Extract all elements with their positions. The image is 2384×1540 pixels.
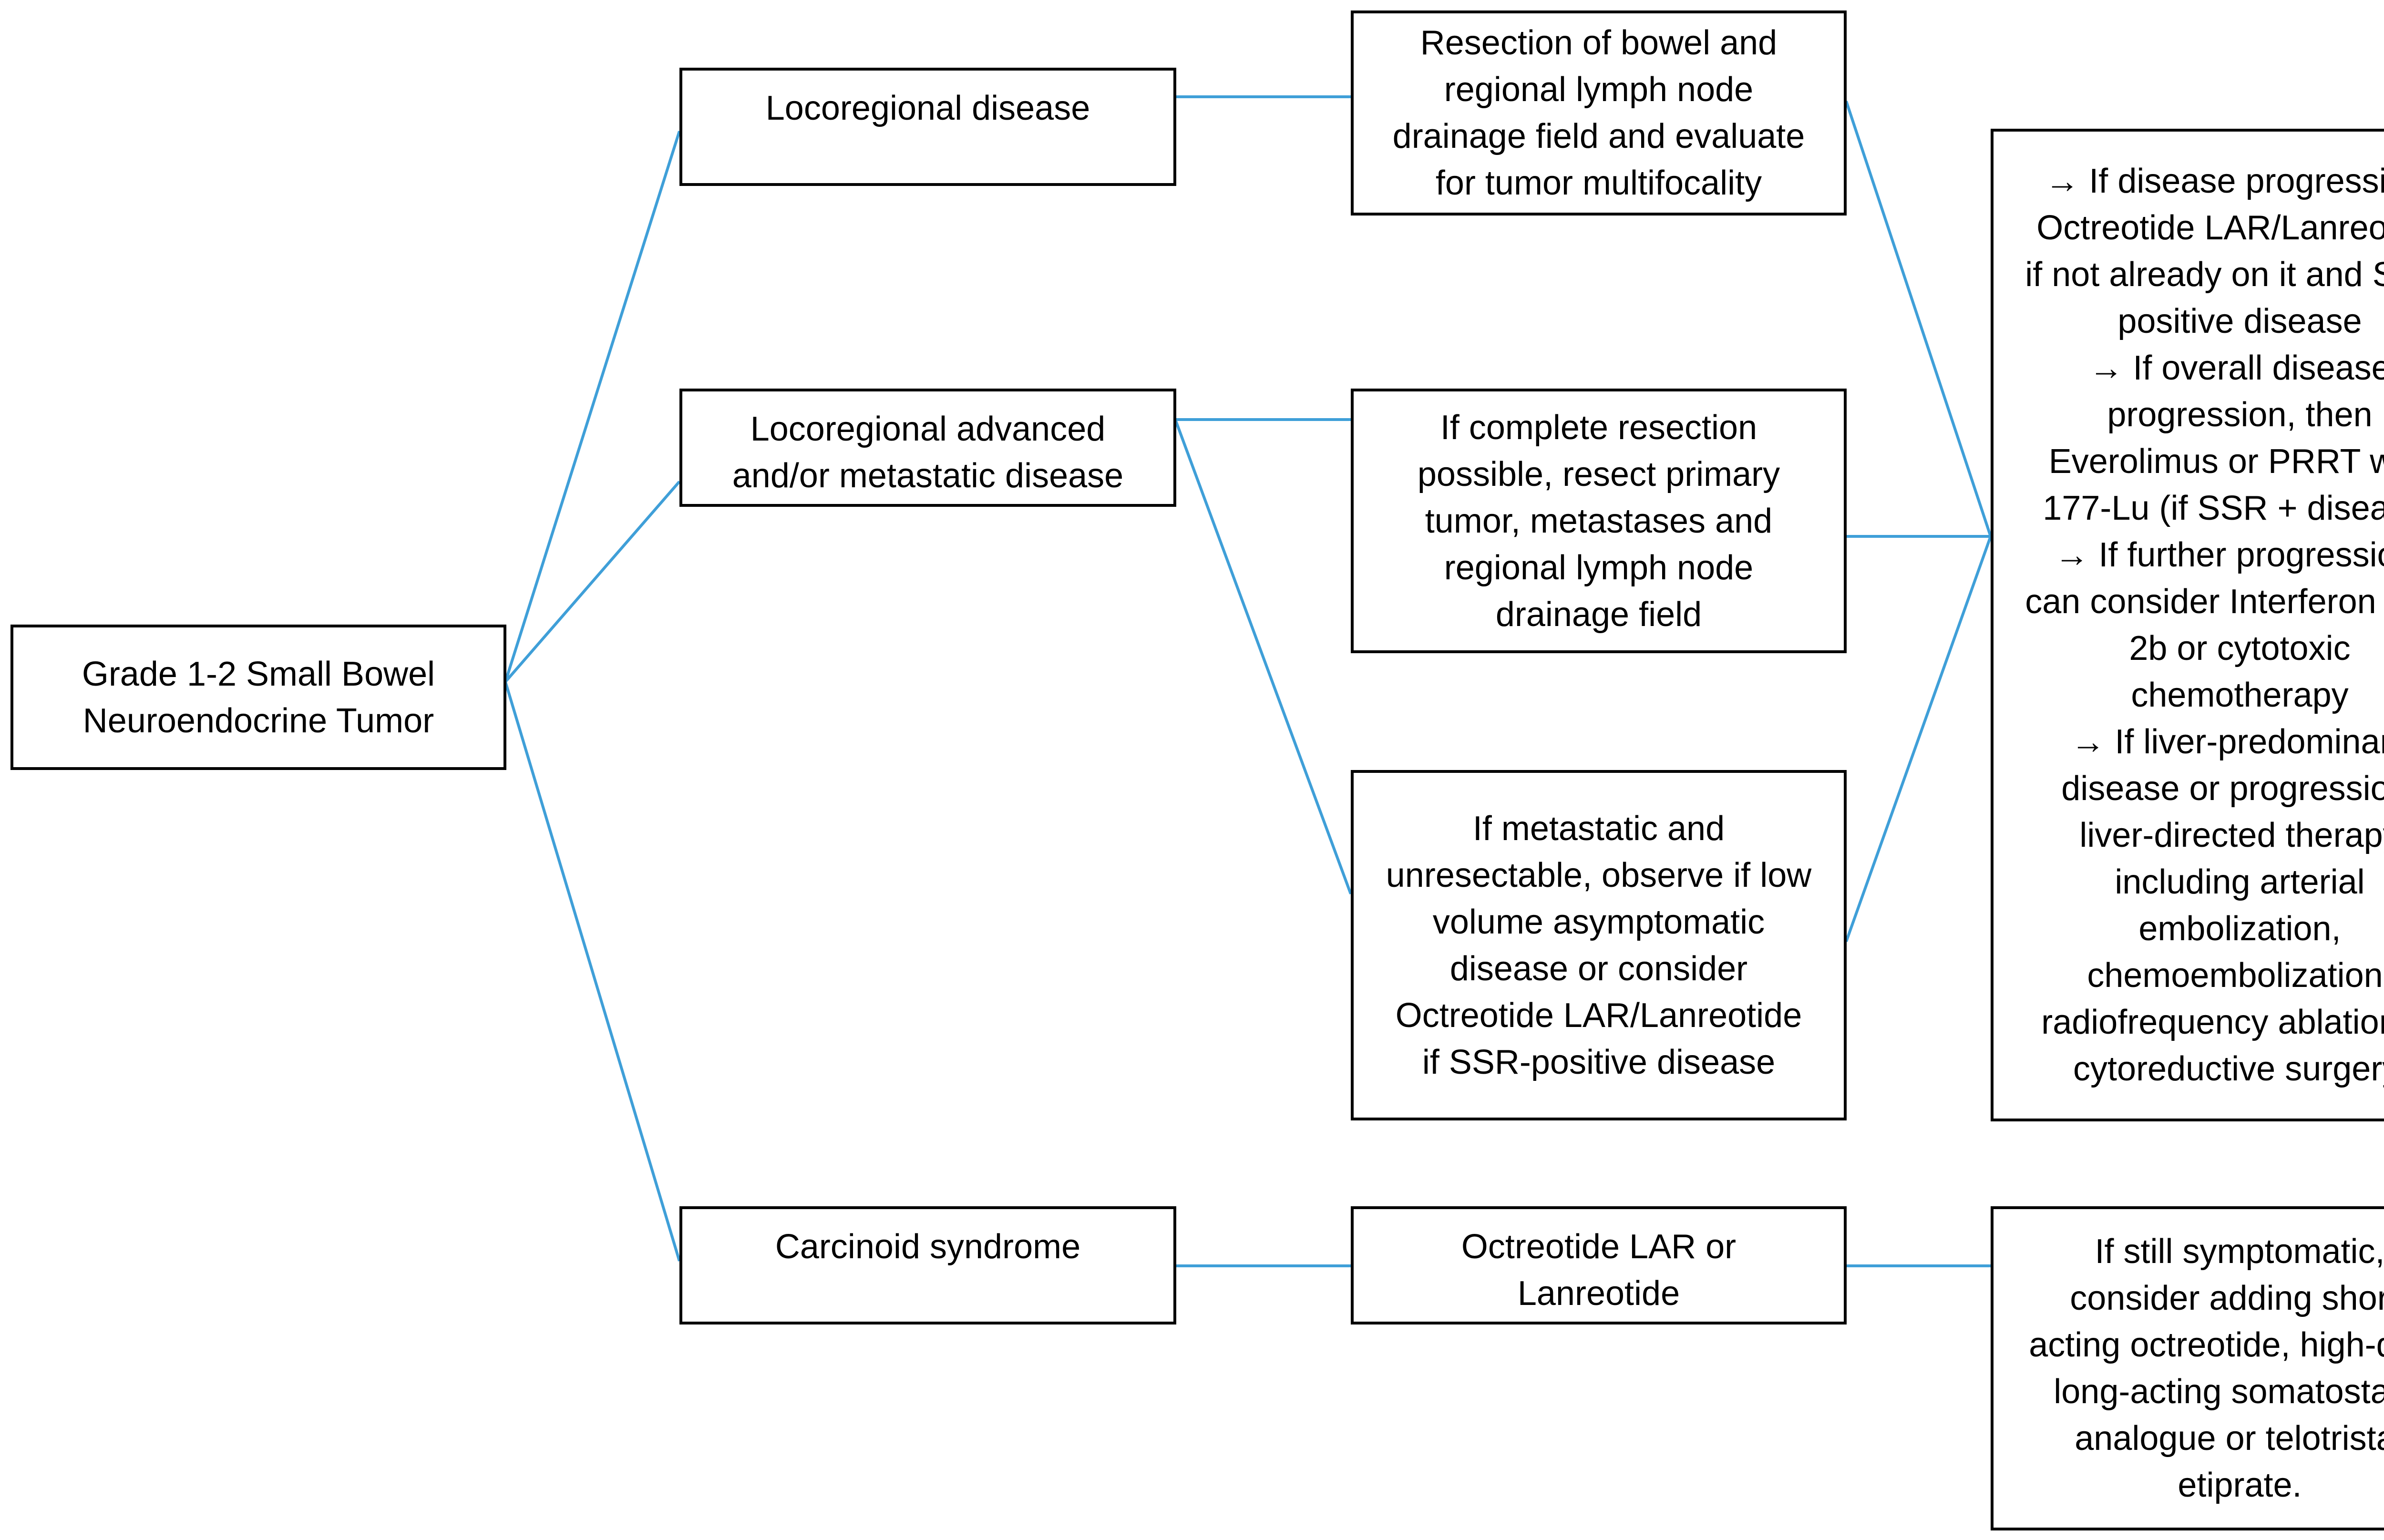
node-resection-bowel-text: Resection of bowel and regional lymph no… <box>1392 24 1805 202</box>
edge-advanced-unresectable <box>1174 419 1352 895</box>
edge-root-advanced <box>504 481 681 683</box>
edge-unresectable-progression <box>1845 535 1992 943</box>
node-locoregional-advanced-text: Locoregional advanced and/or metastatic … <box>732 410 1124 495</box>
node-complete-resection-text: If complete resection possible, resect p… <box>1417 408 1780 634</box>
node-progression-steps-text: → If disease progression, Octreotide LAR… <box>2025 162 2384 1088</box>
node-root: Grade 1-2 Small Bowel Neuroendocrine Tum… <box>10 625 506 770</box>
node-locoregional-disease-text: Locoregional disease <box>765 89 1090 127</box>
node-locoregional-advanced: Locoregional advanced and/or metastatic … <box>679 389 1176 507</box>
node-complete-resection: If complete resection possible, resect p… <box>1351 389 1847 653</box>
edge-resection-progression <box>1845 101 1992 537</box>
node-locoregional-disease: Locoregional disease <box>679 68 1176 186</box>
node-progression-steps: → If disease progression, Octreotide LAR… <box>1991 129 2384 1121</box>
edge-root-carcinoid <box>504 681 681 1262</box>
node-octreotide-lar: Octreotide LAR or Lanreotide <box>1351 1206 1847 1324</box>
node-carcinoid-syndrome: Carcinoid syndrome <box>679 1206 1176 1324</box>
node-octreotide-lar-text: Octreotide LAR or Lanreotide <box>1461 1228 1737 1313</box>
node-carcinoid-syndrome-text: Carcinoid syndrome <box>775 1228 1081 1266</box>
node-unresectable: If metastatic and unresectable, observe … <box>1351 770 1847 1120</box>
node-resection-bowel: Resection of bowel and regional lymph no… <box>1351 10 1847 216</box>
node-still-symptomatic: If still symptomatic, consider adding sh… <box>1991 1206 2384 1530</box>
node-root-text: Grade 1-2 Small Bowel Neuroendocrine Tum… <box>82 655 435 740</box>
edge-root-loco <box>504 131 681 682</box>
node-unresectable-text: If metastatic and unresectable, observe … <box>1386 809 1812 1081</box>
node-still-symptomatic-text: If still symptomatic, consider adding sh… <box>2029 1232 2384 1504</box>
